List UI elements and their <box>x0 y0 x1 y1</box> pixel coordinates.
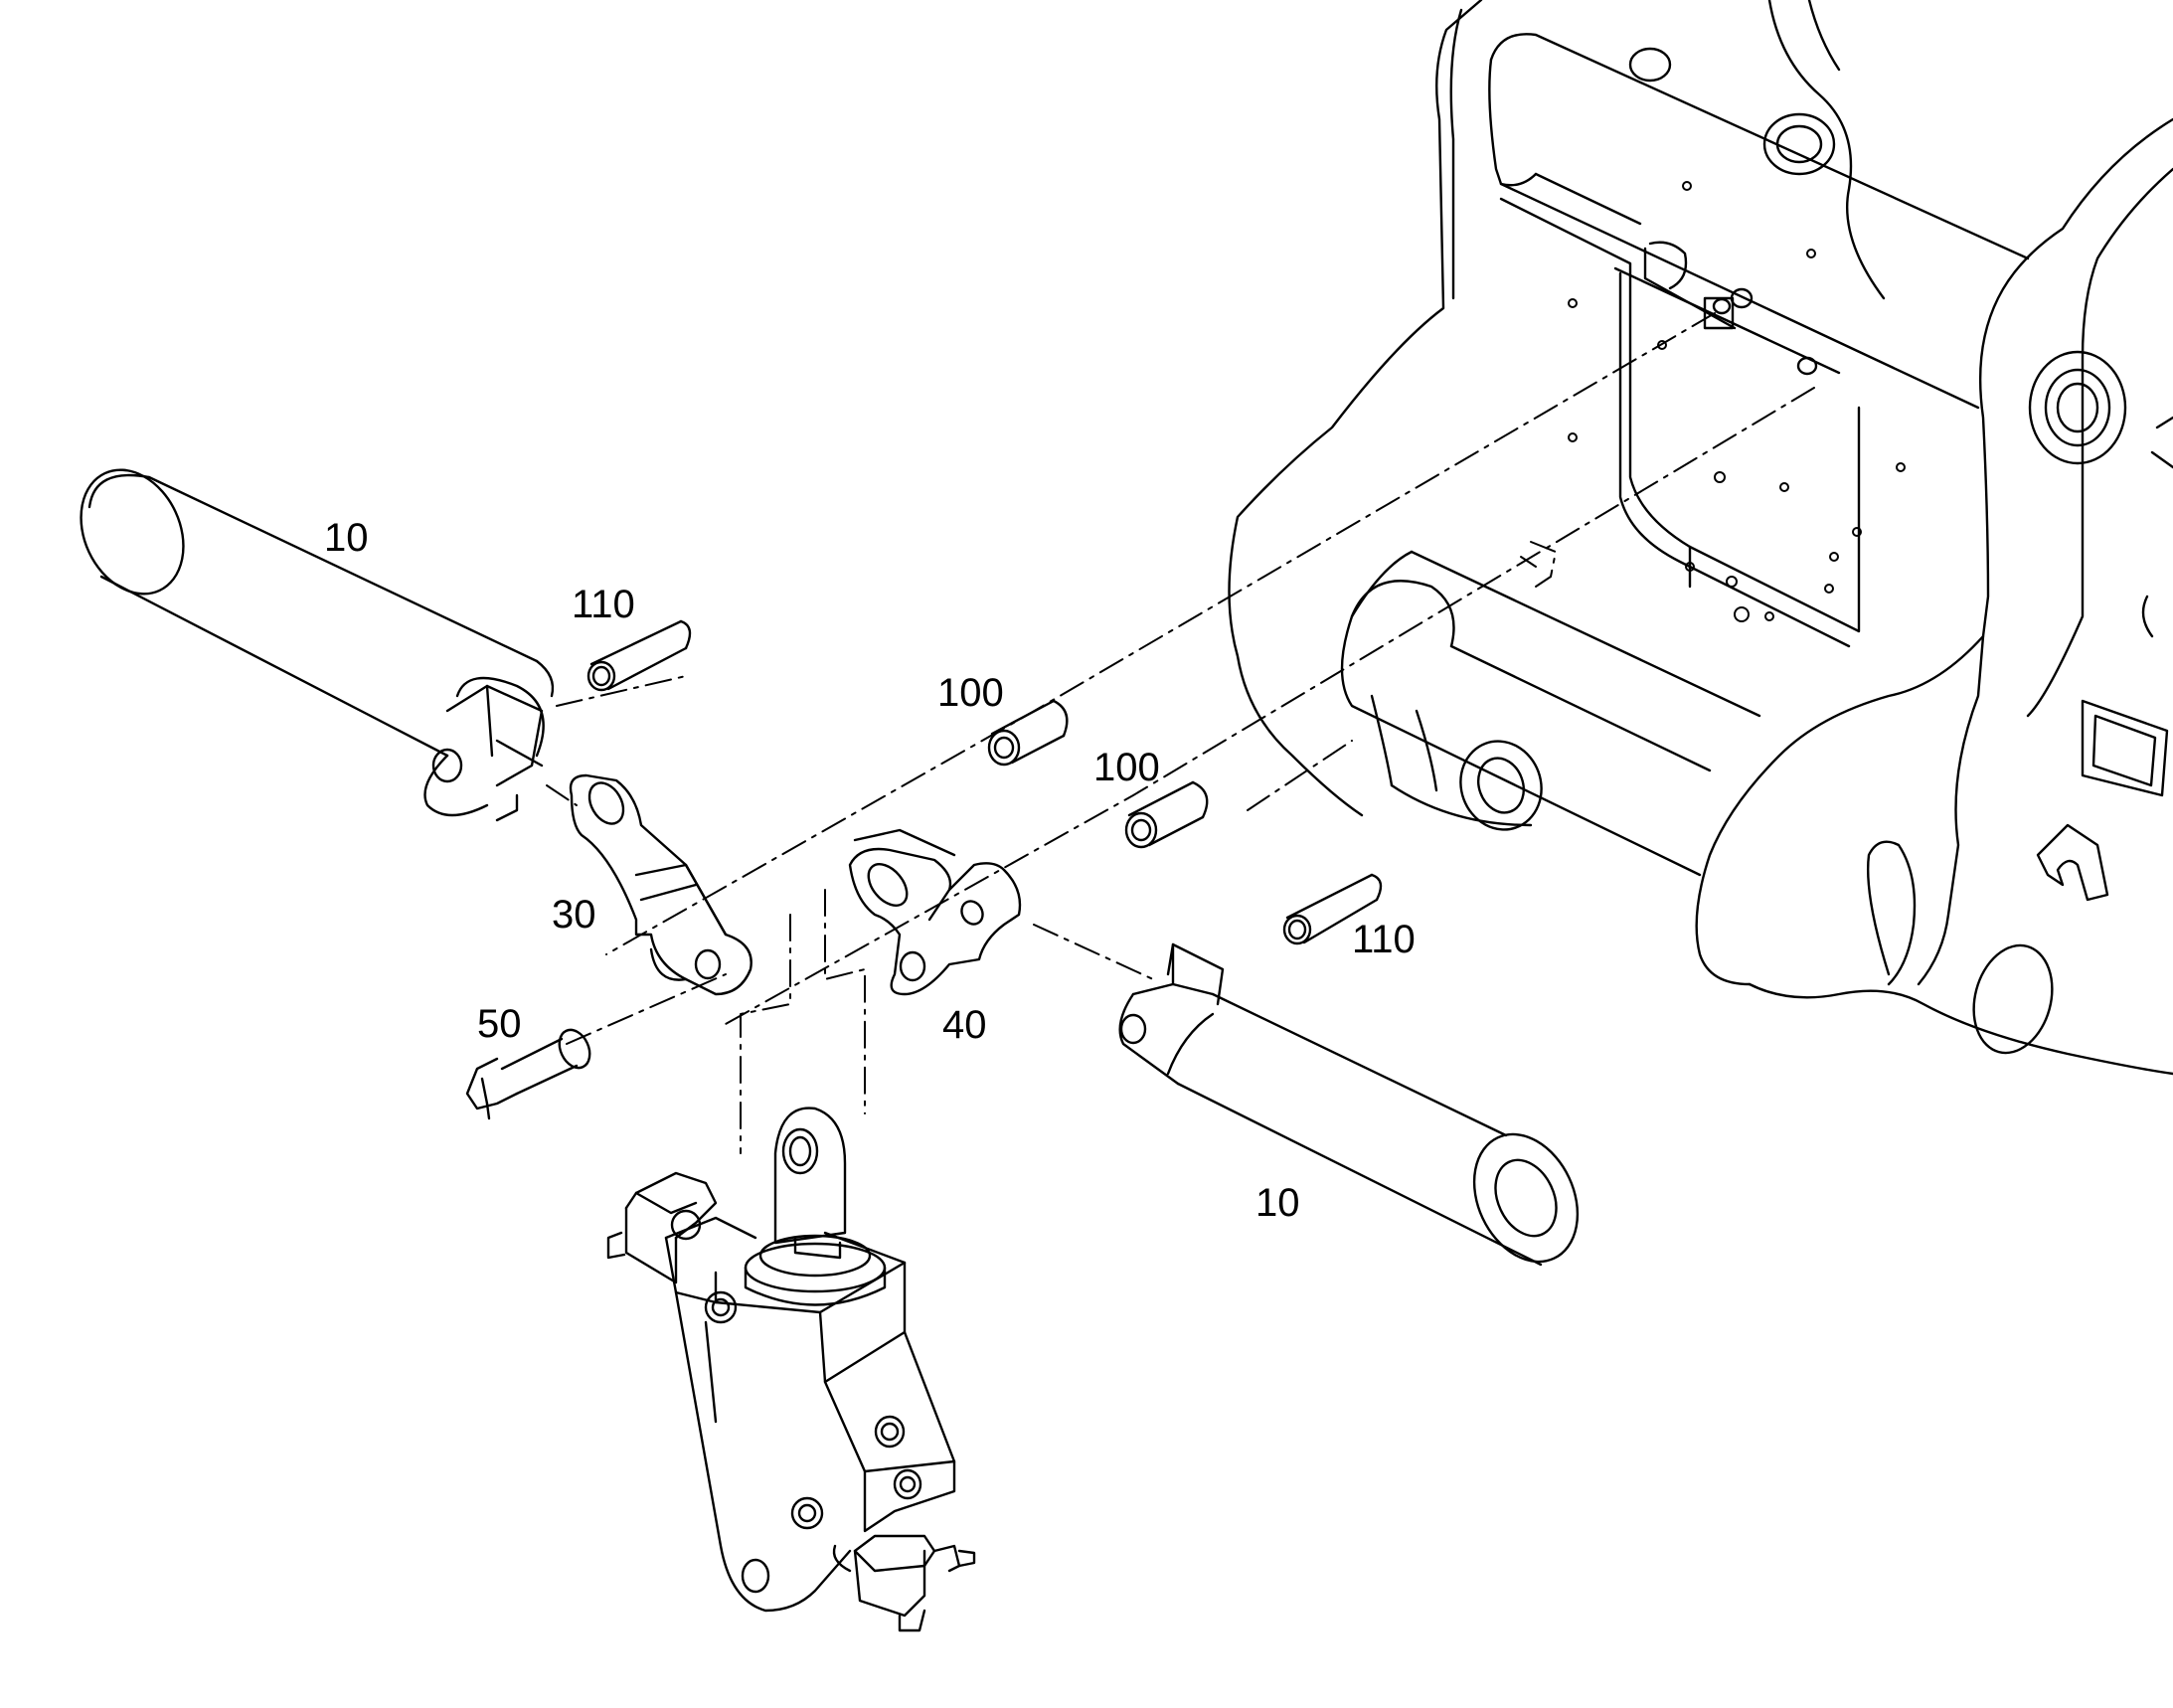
callout-roll-pin-left: 110 <box>572 583 635 626</box>
coupler-frame <box>1230 0 2173 1074</box>
callout-pin-left: 10 <box>324 516 369 560</box>
pin-10-left <box>62 453 553 820</box>
callout-lever-right: 40 <box>942 1003 987 1047</box>
callout-bolt: 50 <box>477 1002 522 1046</box>
assembly-centerlines <box>547 313 1814 1153</box>
callout-lever-left: 30 <box>552 893 596 937</box>
valve-cylinder-assembly <box>608 1109 974 1630</box>
callout-roll-pin-mid-upper: 100 <box>937 671 1004 715</box>
roll-pin-110-left <box>588 621 690 690</box>
callout-pin-right: 10 <box>1255 1181 1300 1225</box>
pin-10-right <box>1120 944 1597 1279</box>
callout-roll-pin-mid-lower: 100 <box>1093 746 1160 789</box>
lever-40 <box>850 830 1020 994</box>
callout-roll-pin-right: 110 <box>1352 918 1416 961</box>
lever-30 <box>571 775 752 994</box>
